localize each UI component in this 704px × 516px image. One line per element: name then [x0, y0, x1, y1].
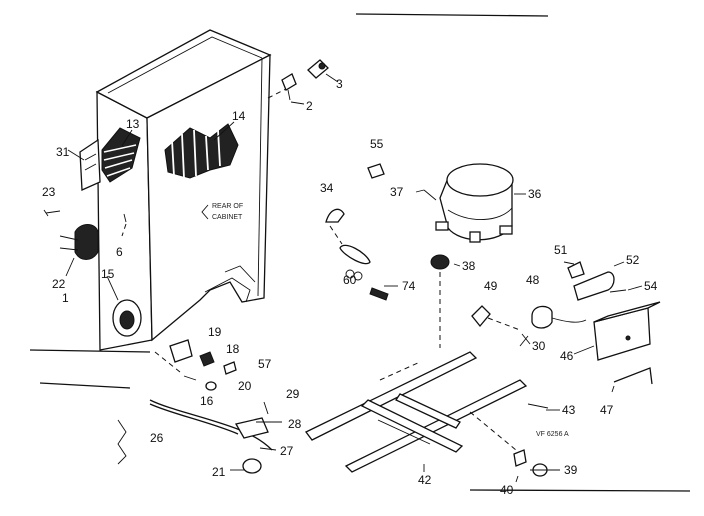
cabinet-back: REAR OF CABINET: [43, 29, 272, 351]
wire-54: [609, 289, 627, 293]
hinge-parts-2-3: [267, 59, 329, 101]
label-48: 48: [526, 273, 540, 287]
clip-18: [199, 351, 215, 367]
label-21: 21: [212, 465, 226, 479]
label-57: 57: [258, 357, 272, 371]
middle-parts: [325, 163, 389, 301]
label-29: 29: [286, 387, 300, 401]
latch-22: [74, 224, 99, 260]
clip-30: [519, 333, 531, 347]
label-26: 26: [150, 431, 164, 445]
cover-46: [593, 307, 651, 361]
label-13: 13: [126, 117, 140, 131]
bracket-34: [325, 208, 345, 223]
label-22: 22: [52, 277, 66, 291]
drier-60: [339, 244, 371, 265]
fitting-15: [112, 299, 142, 337]
leader-lines: [65, 73, 643, 483]
clip-51: [567, 261, 585, 279]
lower-left-parts: [117, 339, 273, 474]
grommet-38: [430, 254, 450, 270]
insulation-patch-13: [101, 127, 141, 183]
feet-parts: [469, 403, 549, 477]
label-37: 37: [390, 185, 404, 199]
label-74: 74: [402, 279, 416, 293]
label-39: 39: [564, 463, 578, 477]
label-6: 6: [116, 245, 123, 259]
label-42: 42: [418, 473, 432, 487]
rear-note-line2: CABINET: [212, 214, 243, 221]
capacitor-52: [573, 271, 615, 301]
screw-43: [527, 403, 549, 409]
label-19: 19: [208, 325, 222, 339]
base-frame-42: [305, 351, 528, 473]
bracket-31: [79, 138, 101, 191]
label-54: 54: [644, 279, 658, 293]
wire-clip-47: [613, 367, 653, 385]
clip-49: [471, 305, 491, 328]
label-16: 16: [200, 394, 214, 408]
washer-20: [205, 381, 217, 391]
screw-6: [123, 213, 127, 223]
label-27: 27: [280, 444, 294, 458]
label-34: 34: [320, 181, 334, 195]
label-51: 51: [554, 243, 568, 257]
rear-note-line1: REAR OF: [212, 203, 243, 210]
label-28: 28: [288, 417, 302, 431]
screw-37: [423, 189, 437, 201]
label-1: 1: [62, 291, 69, 305]
label-60: 60: [343, 273, 357, 287]
label-20: 20: [238, 379, 252, 393]
label-46: 46: [560, 349, 574, 363]
wire-26: [117, 419, 127, 465]
part-labels: 3 2 13 14 31 23 6 22 15 1 19 18 57 20 16…: [42, 77, 658, 497]
label-2: 2: [306, 99, 313, 113]
screw-16: [183, 375, 197, 381]
nut-57: [223, 361, 237, 375]
scan-edge-lines: [29, 13, 691, 492]
label-40: 40: [500, 483, 514, 497]
label-43: 43: [562, 403, 576, 417]
label-52: 52: [626, 253, 640, 267]
label-23: 23: [42, 185, 56, 199]
label-15: 15: [101, 267, 115, 281]
insulation-patch-14: [164, 123, 239, 179]
screw-29: [263, 401, 269, 415]
bracket-19: [169, 339, 193, 363]
label-30: 30: [532, 339, 546, 353]
grommet-21: [242, 458, 262, 474]
tube-74: [369, 287, 389, 301]
screw-23: [43, 209, 61, 217]
grommet-55: [367, 163, 385, 179]
label-55: 55: [370, 137, 384, 151]
bolt-40: [513, 449, 527, 467]
label-38: 38: [462, 259, 476, 273]
label-14: 14: [232, 109, 246, 123]
label-49: 49: [484, 279, 498, 293]
compressor-36: [423, 163, 514, 348]
drawing-code: VF 6256 A: [536, 431, 569, 438]
bracket-28: [235, 417, 269, 439]
label-31: 31: [56, 145, 70, 159]
label-36: 36: [528, 187, 542, 201]
relay-48: [531, 305, 553, 329]
label-3: 3: [336, 77, 343, 91]
right-side-parts: [471, 261, 661, 385]
label-18: 18: [226, 342, 240, 356]
label-47: 47: [600, 403, 614, 417]
